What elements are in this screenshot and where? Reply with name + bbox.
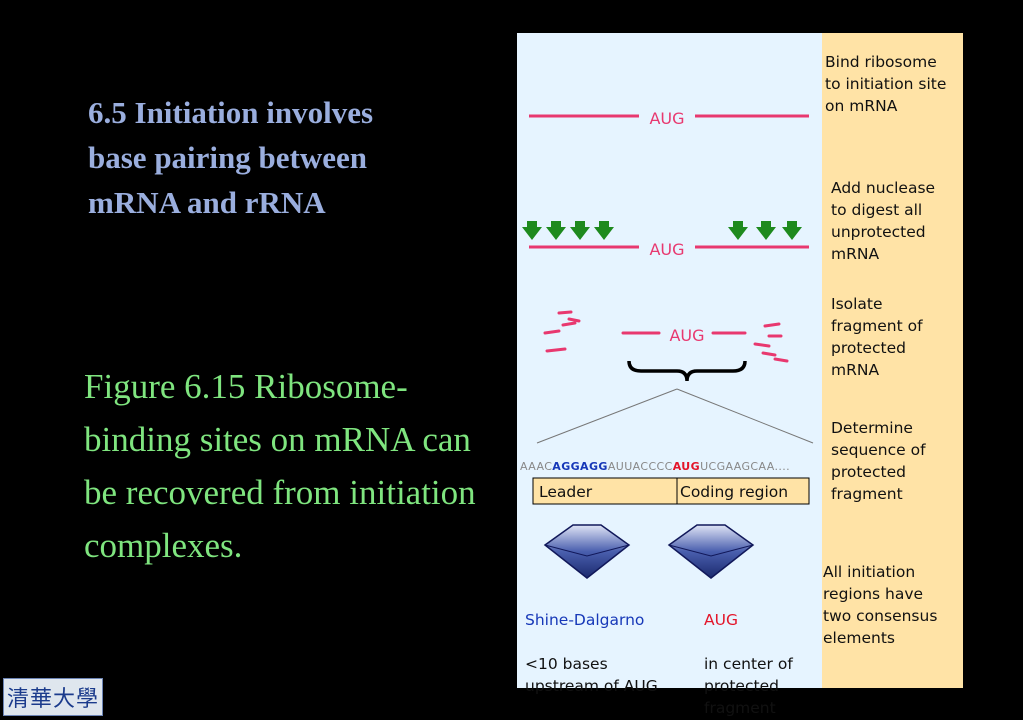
sequence-middle: AUUACCCC <box>608 460 673 473</box>
sequence-shine-dalgarno: AGGAGG <box>552 460 608 473</box>
zoom-line-right <box>676 388 814 444</box>
zoom-line-left <box>536 388 678 444</box>
slide-title: 6.5 Initiation involves base pairing bet… <box>88 95 374 220</box>
figure-diagram: AUG AUG <box>520 33 963 688</box>
leader-label: Leader <box>539 483 593 501</box>
coding-region-label: Coding region <box>680 483 788 501</box>
step-bind-ribosome: Bind ribosome to initiation site on mRNA <box>825 53 947 115</box>
figure-caption: Figure 6.15 Ribosome-binding sites on mR… <box>84 367 476 565</box>
sequence-suffix: UCGAAGCAA.... <box>700 460 790 473</box>
shine-dalgarno-description: Shine-Dalgarno <10 bases upstream of AUG <box>525 587 658 697</box>
protected-sequence: AAACAGGAGGAUUACCCCAUGUCGAAGCAA.... <box>520 460 790 473</box>
aug-detail: in center of protected fragment <box>704 655 793 717</box>
step-determine-sequence: Determine sequence of protected fragment <box>831 419 926 503</box>
aug-label: AUG <box>649 109 684 128</box>
shine-dalgarno-title: Shine-Dalgarno <box>525 611 645 629</box>
step-isolate-fragment: Isolate fragment of protected mRNA <box>831 295 923 379</box>
aug-label: AUG <box>649 240 684 259</box>
mrna-intact: AUG <box>529 109 809 128</box>
coding-region-box <box>676 477 810 505</box>
aug-description: AUG in center of protected fragment <box>704 587 793 719</box>
aug-title: AUG <box>704 611 738 629</box>
mrna-nuclease: AUG <box>522 221 809 259</box>
mrna-fragments: AUG <box>536 310 814 444</box>
aug-arrow <box>667 524 755 579</box>
sequence-prefix: AAAC <box>520 460 552 473</box>
step-add-nuclease: Add nuclease to digest all unprotected m… <box>831 179 936 263</box>
figure-panel: AUG AUG <box>517 33 963 717</box>
nuclease-arrows <box>522 221 802 240</box>
sequence-start-codon: AUG <box>673 460 700 473</box>
step-consensus-elements: All initiation regions have two consensu… <box>823 563 938 647</box>
shine-dalgarno-detail: <10 bases upstream of AUG <box>525 655 658 695</box>
annotation-column <box>822 33 963 688</box>
aug-label: AUG <box>669 326 704 345</box>
university-logo: 清華大學 <box>3 678 103 716</box>
shine-dalgarno-arrow <box>543 524 631 579</box>
protected-bracket <box>627 360 747 382</box>
